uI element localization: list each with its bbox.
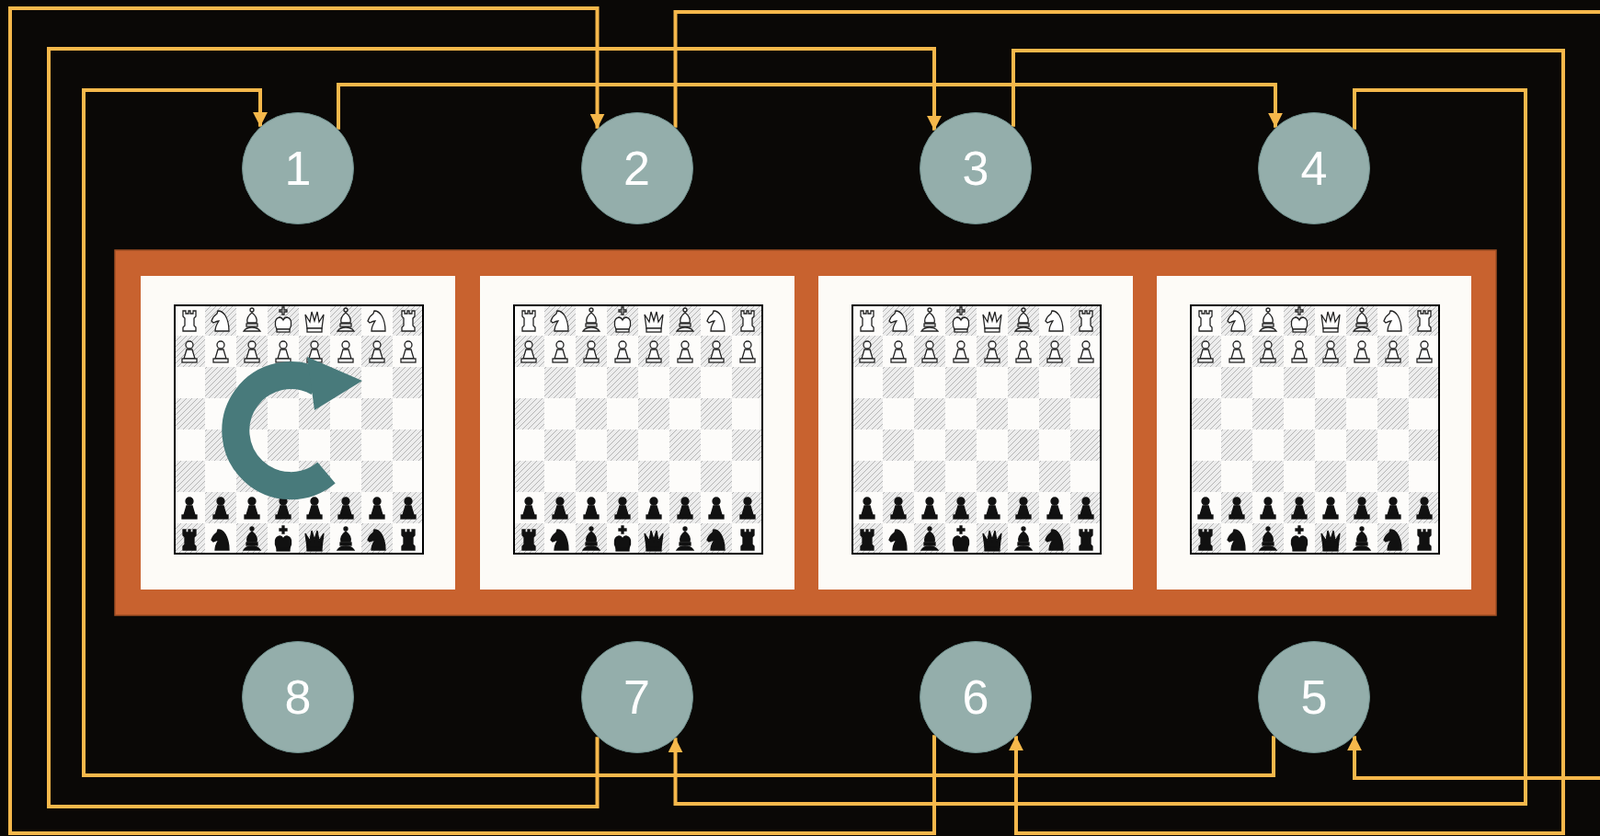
connector-arrow bbox=[675, 90, 1527, 804]
node-number: 7 bbox=[623, 673, 651, 721]
node-number: 1 bbox=[285, 144, 312, 193]
connector-arrow bbox=[1013, 50, 1564, 834]
node-number: 6 bbox=[962, 673, 990, 721]
number-circle: 6 bbox=[919, 640, 1032, 754]
node-number: 4 bbox=[1301, 144, 1328, 193]
number-circle: 8 bbox=[241, 640, 355, 754]
number-circle: 3 bbox=[919, 112, 1032, 225]
board-card bbox=[140, 275, 456, 590]
orange-panel bbox=[114, 250, 1497, 616]
chess-board bbox=[851, 304, 1102, 555]
connector-arrow bbox=[48, 48, 935, 807]
rotate-icon bbox=[235, 356, 363, 486]
node-number: 2 bbox=[623, 144, 651, 193]
number-circle: 4 bbox=[1257, 112, 1371, 225]
chess-board bbox=[513, 304, 764, 555]
board-card bbox=[818, 275, 1133, 590]
board-card bbox=[480, 275, 795, 590]
node-number: 5 bbox=[1301, 673, 1328, 721]
chess-board bbox=[1189, 304, 1440, 555]
board-card bbox=[1156, 275, 1472, 590]
number-circle: 5 bbox=[1257, 640, 1371, 754]
connector-arrow bbox=[338, 84, 1276, 130]
node-number: 8 bbox=[285, 673, 312, 721]
node-number: 3 bbox=[962, 144, 990, 193]
chess-board bbox=[173, 304, 424, 555]
number-circle: 7 bbox=[581, 640, 694, 754]
connector-arrow bbox=[83, 90, 1274, 776]
connector-arrow bbox=[10, 8, 935, 834]
number-circle: 2 bbox=[581, 112, 694, 225]
connector-arrow bbox=[675, 11, 1600, 778]
number-circle: 1 bbox=[241, 112, 355, 225]
